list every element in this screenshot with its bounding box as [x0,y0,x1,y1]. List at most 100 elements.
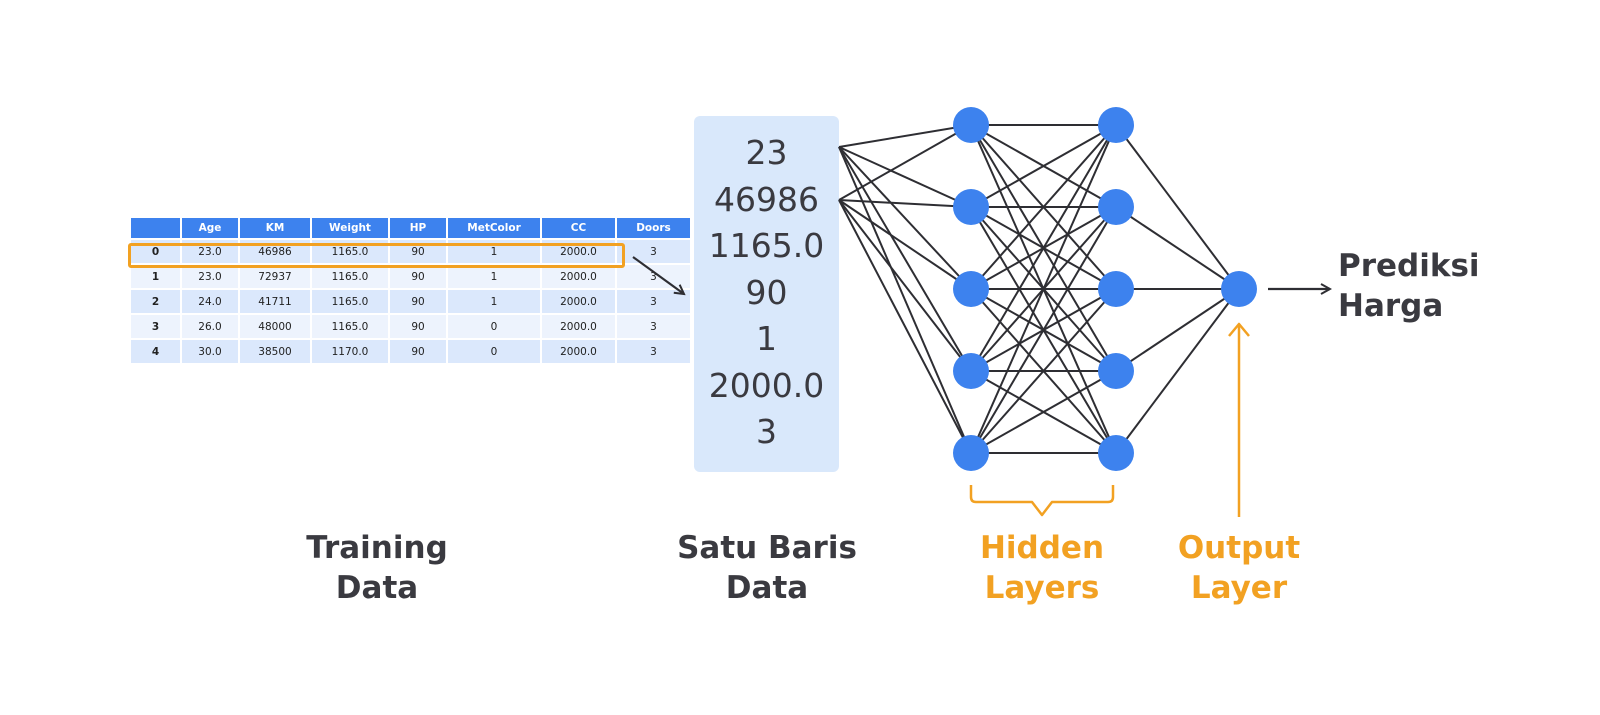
table-cell: 3 [617,265,690,288]
table-cell: 90 [390,265,446,288]
table-cell: 1 [448,290,540,313]
input-edge [838,146,972,290]
table-cell: 72937 [240,265,310,288]
row-value: 23 [745,133,788,172]
hidden-layer-2-node [1098,189,1134,225]
table-cell: 2000.0 [542,290,615,313]
input-edge [838,199,972,372]
table-cell: 90 [390,315,446,338]
input-edge [838,199,972,454]
output-edge [1115,206,1240,290]
output-layer-label-line1: Output [1177,530,1301,566]
table-cell: 41711 [240,290,310,313]
table-cell: 26.0 [182,315,238,338]
input-edge [838,124,972,201]
output-layer-label: Output Layer [1149,528,1329,608]
input-edge [838,199,972,290]
hidden-layer-2-node [1098,107,1134,143]
table-cell: 0 [448,315,540,338]
table-cell: 1165.0 [312,290,388,313]
table-cell: 90 [390,340,446,363]
row-value: 46986 [714,179,819,219]
row-value: 1165.0 [708,226,825,265]
table-cell: 24.0 [182,290,238,313]
output-node [1221,271,1257,307]
table-cell: 3 [617,240,690,263]
hidden-layers-label-line2: Layers [984,570,1100,606]
table-cell: 4 [131,340,180,363]
prediction-label: Prediksi Harga [1338,246,1480,326]
hidden-edge [970,370,1117,454]
table-cell: 1 [131,265,180,288]
hidden-edge [970,124,1117,208]
output-edge [1115,124,1240,290]
table-cell: 48000 [240,315,310,338]
hidden-layer-2-node [1098,353,1134,389]
row-value: 3 [756,412,777,451]
input-edge [838,199,972,208]
column-header: Doors [617,218,690,238]
training-data-label: Training Data [282,528,472,608]
input-edge [838,146,972,454]
output-layer-label-line2: Layer [1190,570,1288,606]
training-data-label-line1: Training [306,530,448,566]
network-nodes [953,107,1257,471]
table-cell: 2000.0 [542,340,615,363]
column-header: CC [542,218,615,238]
hidden-layers-brace [969,485,1115,517]
prediction-label-line1: Prediksi [1338,248,1480,284]
training-data-label-line2: Data [335,570,419,606]
output-layer-pointer-head [1228,322,1250,337]
table-cell: 0 [448,340,540,363]
table-cell: 38500 [240,340,310,363]
table-cell: 30.0 [182,340,238,363]
table-cell: 90 [390,290,446,313]
row-value: 2000.0 [708,365,825,405]
column-header: KM [240,218,310,238]
single-row-box [694,116,839,472]
table-cell: 2 [131,290,180,313]
output-edge [1115,288,1240,454]
hidden-layer-2-node [1098,435,1134,471]
table-cell: 23.0 [182,265,238,288]
table-cell: 3 [131,315,180,338]
hidden-edge [970,124,1117,372]
column-header: Age [182,218,238,238]
hidden-edge [970,124,1117,454]
hidden-layer-1-node [953,435,989,471]
table-cell: 1165.0 [312,265,388,288]
hidden-layer-1-node [953,353,989,389]
hidden-layers-label: Hidden Layers [957,528,1127,608]
table-cell: 3 [617,340,690,363]
table-cell: 2000.0 [542,315,615,338]
table-cell: 1165.0 [312,315,388,338]
column-header: MetColor [448,218,540,238]
hidden-edge [970,288,1117,454]
hidden-layer-1-node [953,189,989,225]
column-header: Weight [312,218,388,238]
table-cell: 1 [448,265,540,288]
hidden-edge [970,206,1117,454]
input-edge [838,146,972,208]
column-header [131,218,180,238]
hidden-layer-2-node [1098,271,1134,307]
table-cell: 2000.0 [542,265,615,288]
row-data-label-line2: Data [725,570,809,606]
row-value: 1 [756,319,777,358]
table-cell: 1170.0 [312,340,388,363]
network-edges [838,124,1240,454]
prediction-label-line2: Harga [1338,288,1444,324]
hidden-layers-label-line1: Hidden [979,530,1105,566]
hidden-edge [970,124,1117,290]
row-value: 90 [745,272,788,312]
input-edge [838,146,972,372]
row-data-label-line1: Satu Baris [677,530,857,566]
